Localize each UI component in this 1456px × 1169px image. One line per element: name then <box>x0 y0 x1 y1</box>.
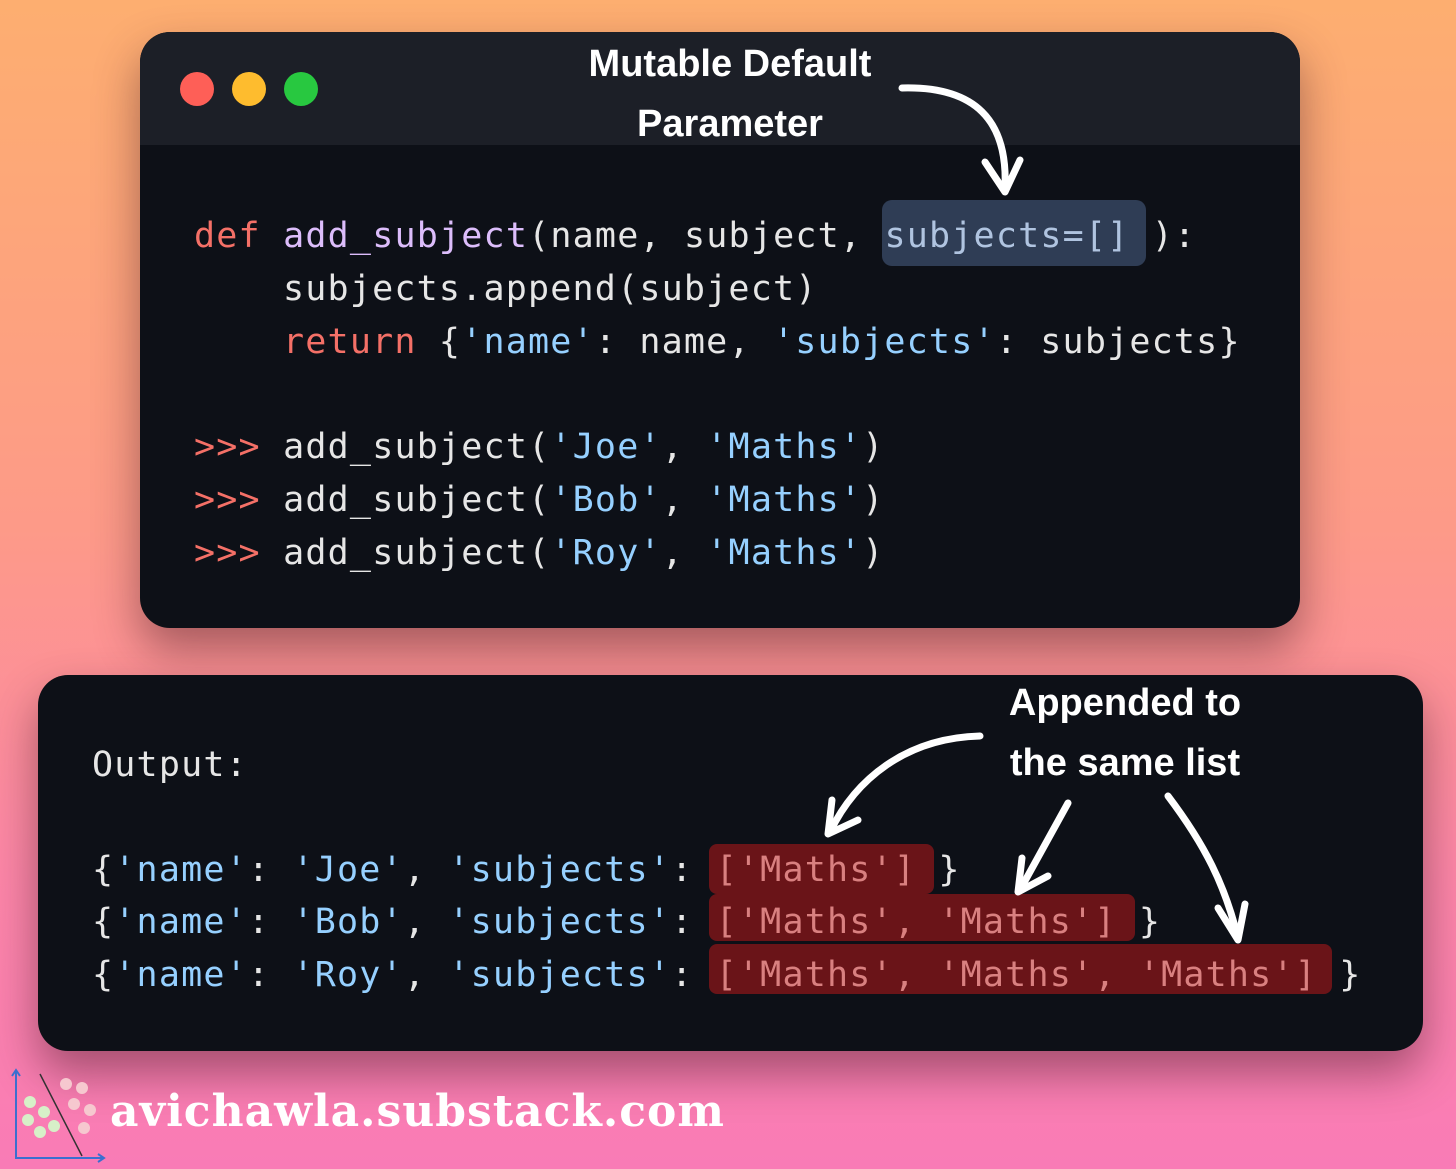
return-end: : subjects} <box>995 322 1241 362</box>
row-subjects-list: ['Maths', 'Maths'] <box>715 902 1117 942</box>
annotation-line: Parameter <box>637 103 823 145</box>
output-row-roy: {'name': 'Roy', 'subjects': ['Maths', 'M… <box>92 949 1362 1001</box>
row-close: } <box>1316 955 1362 995</box>
scatter-plot-logo-icon <box>11 1068 106 1163</box>
call-close: ) <box>862 427 885 467</box>
code-line-def: def add_subject(name, subject, subjects=… <box>194 210 1196 262</box>
call-arg-name: 'Joe' <box>550 427 662 467</box>
row-key-name: 'name' <box>114 955 248 995</box>
repl-prompt: >>> <box>194 480 261 520</box>
row-sep: : <box>671 902 716 942</box>
repl-prompt: >>> <box>194 427 261 467</box>
site-url[interactable]: avichawla.substack.com <box>110 1086 725 1137</box>
function-args: (name, subject, <box>528 216 885 256</box>
row-sep: : <box>247 955 293 995</box>
row-sep: , <box>403 902 449 942</box>
output-row-bob: {'name': 'Bob', 'subjects': ['Maths', 'M… <box>92 896 1161 948</box>
def-line-end: ): <box>1129 216 1197 256</box>
window-titlebar <box>140 32 1300 145</box>
function-name: add_subject <box>283 216 529 256</box>
call-close: ) <box>862 533 885 573</box>
list-highlight-3 <box>709 944 1332 994</box>
row-sep: , <box>403 955 449 995</box>
list-highlight-1 <box>709 844 934 894</box>
call-fn: add_subject( <box>283 427 551 467</box>
return-mid: : name, <box>594 322 774 362</box>
row-sep: : <box>247 902 293 942</box>
code-window: def add_subject(name, subject, subjects=… <box>140 32 1300 628</box>
output-label: Output: <box>92 745 248 785</box>
call-arg-name: 'Bob' <box>550 480 662 520</box>
row-key-subjects: 'subjects' <box>448 955 672 995</box>
return-brace: { <box>416 322 462 362</box>
call-comma: , <box>661 427 707 467</box>
row-sep: , <box>403 850 449 890</box>
row-subjects-list: ['Maths'] <box>715 850 917 890</box>
row-value-name: 'Joe' <box>292 850 404 890</box>
row-value-name: 'Roy' <box>292 955 404 995</box>
call-comma: , <box>661 533 707 573</box>
row-open: { <box>92 902 115 942</box>
call-arg-name: 'Roy' <box>550 533 662 573</box>
minimize-window-icon[interactable] <box>232 72 266 106</box>
close-window-icon[interactable] <box>180 72 214 106</box>
row-subjects-list: ['Maths', 'Maths', 'Maths'] <box>715 955 1317 995</box>
repl-prompt: >>> <box>194 533 261 573</box>
row-sep: : <box>671 850 716 890</box>
row-close: } <box>916 850 961 890</box>
code-line-return: return {'name': name, 'subjects': subjec… <box>283 316 1241 368</box>
row-key-name: 'name' <box>114 902 248 942</box>
row-open: { <box>92 955 115 995</box>
output-row-joe: {'name': 'Joe', 'subjects': ['Maths'] } <box>92 844 961 896</box>
def-keyword: def <box>194 216 261 256</box>
maximize-window-icon[interactable] <box>284 72 318 106</box>
row-key-subjects: 'subjects' <box>448 902 672 942</box>
call-line-roy: >>> add_subject('Roy', 'Maths') <box>194 527 884 579</box>
call-arg-subject: 'Maths' <box>706 427 863 467</box>
subjects-key: 'subjects' <box>773 322 996 362</box>
row-key-name: 'name' <box>114 850 248 890</box>
row-value-name: 'Bob' <box>292 902 404 942</box>
param-highlight <box>882 200 1146 266</box>
row-sep: : <box>247 850 293 890</box>
annotation-line: Appended to <box>1008 682 1242 724</box>
call-fn: add_subject( <box>283 480 551 520</box>
return-keyword: return <box>283 322 417 362</box>
call-comma: , <box>661 480 707 520</box>
call-close: ) <box>862 480 885 520</box>
name-key: 'name' <box>461 322 595 362</box>
call-arg-subject: 'Maths' <box>706 533 863 573</box>
row-close: } <box>1116 902 1162 942</box>
call-fn: add_subject( <box>283 533 551 573</box>
mutable-default-annotation: Mutable Default Parameter <box>560 34 900 154</box>
call-arg-subject: 'Maths' <box>706 480 863 520</box>
row-sep: : <box>671 955 716 995</box>
appended-annotation: Appended to the same list <box>990 673 1260 793</box>
call-line-joe: >>> add_subject('Joe', 'Maths') <box>194 421 884 473</box>
list-highlight-2 <box>709 894 1135 941</box>
annotation-line: Mutable Default <box>588 43 872 85</box>
code-line-append: subjects.append(subject) <box>283 269 818 309</box>
row-open: { <box>92 850 115 890</box>
call-line-bob: >>> add_subject('Bob', 'Maths') <box>194 474 884 526</box>
annotation-line: the same list <box>1009 742 1241 784</box>
mutable-default-param: subjects=[] <box>884 216 1130 256</box>
row-key-subjects: 'subjects' <box>448 850 672 890</box>
